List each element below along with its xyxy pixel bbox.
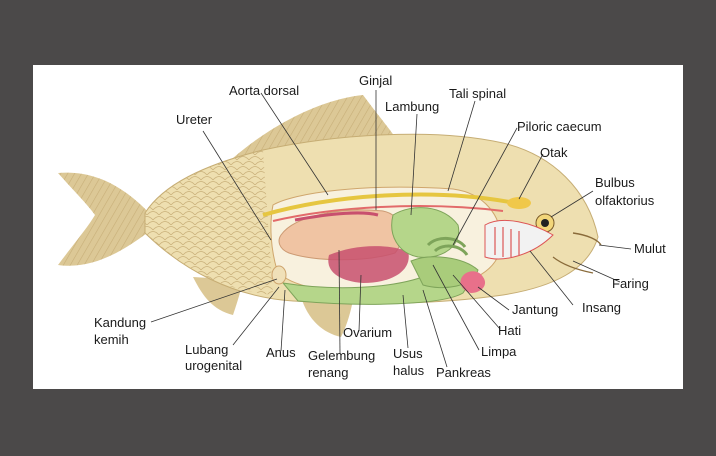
label-anus: Anus xyxy=(266,345,296,360)
label-ovarium: Ovarium xyxy=(343,325,392,340)
label-bulbus-1: Bulbus xyxy=(595,175,635,190)
label-gelembung-1: Gelembung xyxy=(308,348,375,363)
diagram-panel: Aorta dorsal Ginjal Lambung Tali spinal … xyxy=(33,65,683,389)
label-usus-1: Usus xyxy=(393,346,423,361)
fish-anatomy-diagram: Aorta dorsal Ginjal Lambung Tali spinal … xyxy=(33,65,683,389)
label-usus-2: halus xyxy=(393,363,425,378)
label-lubang-2: urogenital xyxy=(185,358,242,373)
label-jantung: Jantung xyxy=(512,302,558,317)
label-kandung-1: Kandung xyxy=(94,315,146,330)
label-faring: Faring xyxy=(612,276,649,291)
label-bulbus-2: olfaktorius xyxy=(595,193,655,208)
label-hati: Hati xyxy=(498,323,521,338)
label-otak: Otak xyxy=(540,145,568,160)
label-kandung-2: kemih xyxy=(94,332,129,347)
label-lambung: Lambung xyxy=(385,99,439,114)
label-pankreas: Pankreas xyxy=(436,365,491,380)
label-insang: Insang xyxy=(582,300,621,315)
label-aorta-dorsal: Aorta dorsal xyxy=(229,83,299,98)
label-tali-spinal: Tali spinal xyxy=(449,86,506,101)
urinary-bladder xyxy=(272,266,286,284)
label-piloric-caecum: Piloric caecum xyxy=(517,119,602,134)
label-mulut: Mulut xyxy=(634,241,666,256)
label-lubang-1: Lubang xyxy=(185,342,228,357)
label-limpa: Limpa xyxy=(481,344,517,359)
label-ureter: Ureter xyxy=(176,112,213,127)
label-ginjal: Ginjal xyxy=(359,73,392,88)
label-gelembung-2: renang xyxy=(308,365,348,380)
